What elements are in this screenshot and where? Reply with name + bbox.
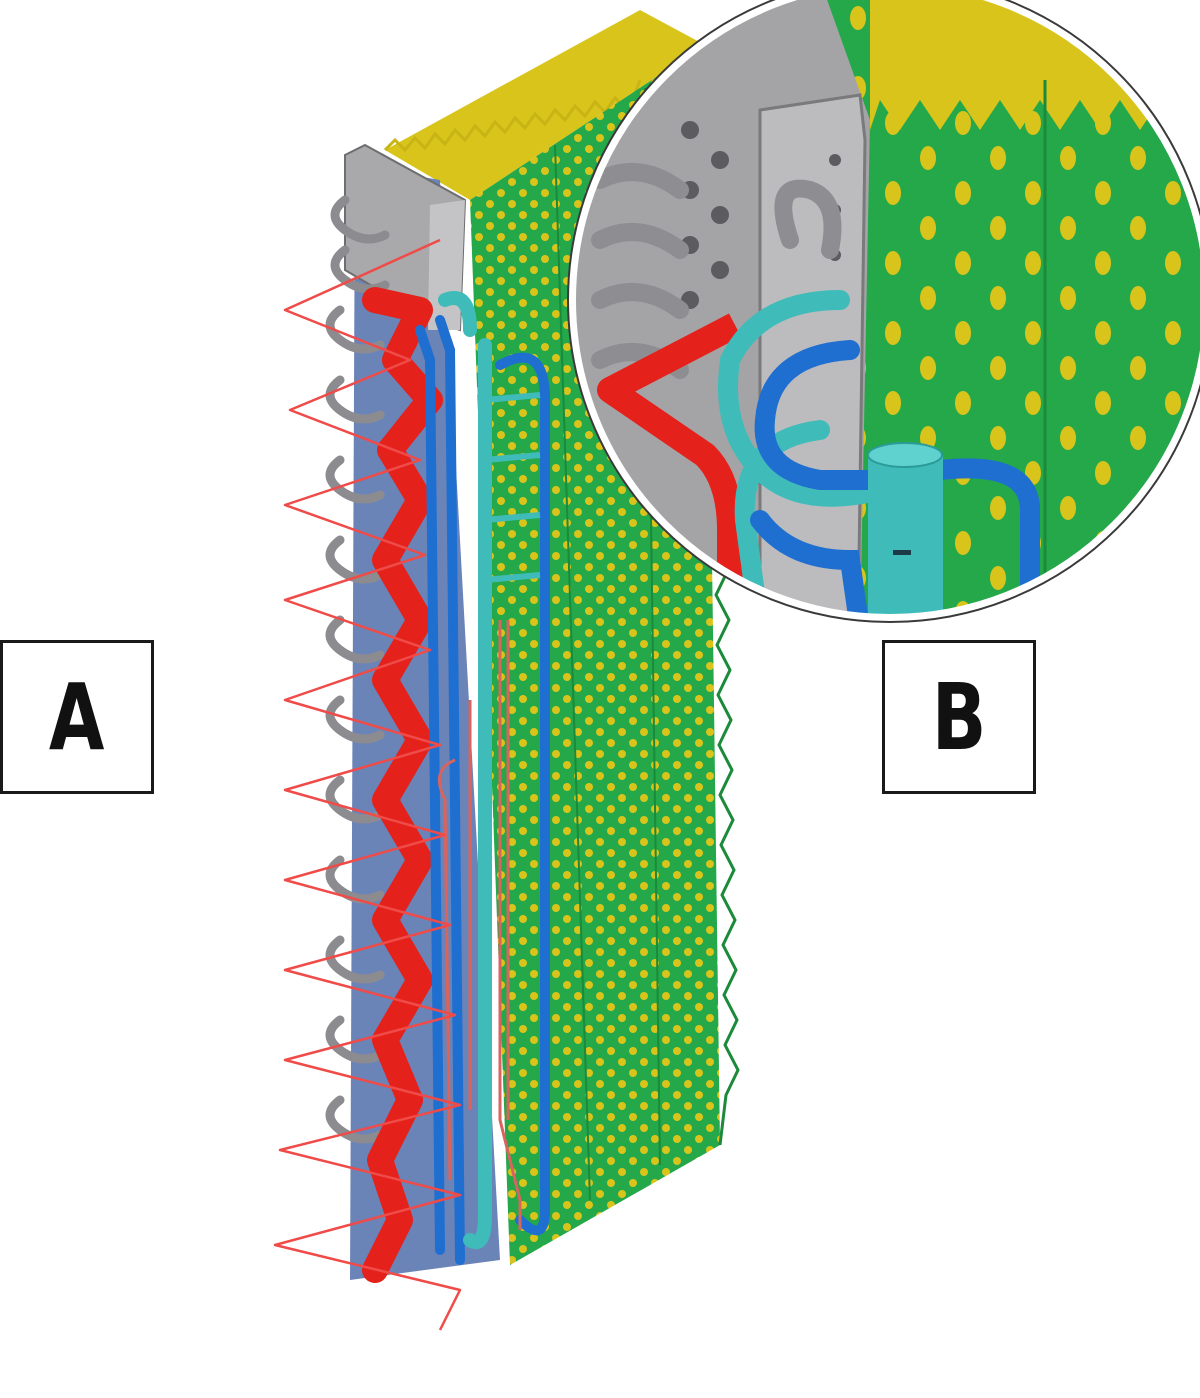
fin-top-face xyxy=(385,10,705,200)
header-front xyxy=(428,200,465,330)
cyan-pipes xyxy=(438,291,492,1250)
label-box-a: A xyxy=(0,640,154,794)
fin-serrated-edge xyxy=(383,79,642,153)
inset-border xyxy=(568,0,1200,622)
label-b: B xyxy=(931,663,987,771)
blue-pipes xyxy=(415,315,550,1265)
red-zigzag-wire xyxy=(273,238,462,1331)
zoom-inset xyxy=(572,0,1200,618)
label-box-b: B xyxy=(882,640,1036,794)
inset-border-outline xyxy=(567,0,1200,623)
cyan-rungs xyxy=(484,392,541,583)
hairpin-bends xyxy=(325,195,390,1144)
fin-seam xyxy=(554,144,591,1201)
label-a: A xyxy=(49,663,105,771)
capillary-tubes xyxy=(437,620,522,1230)
